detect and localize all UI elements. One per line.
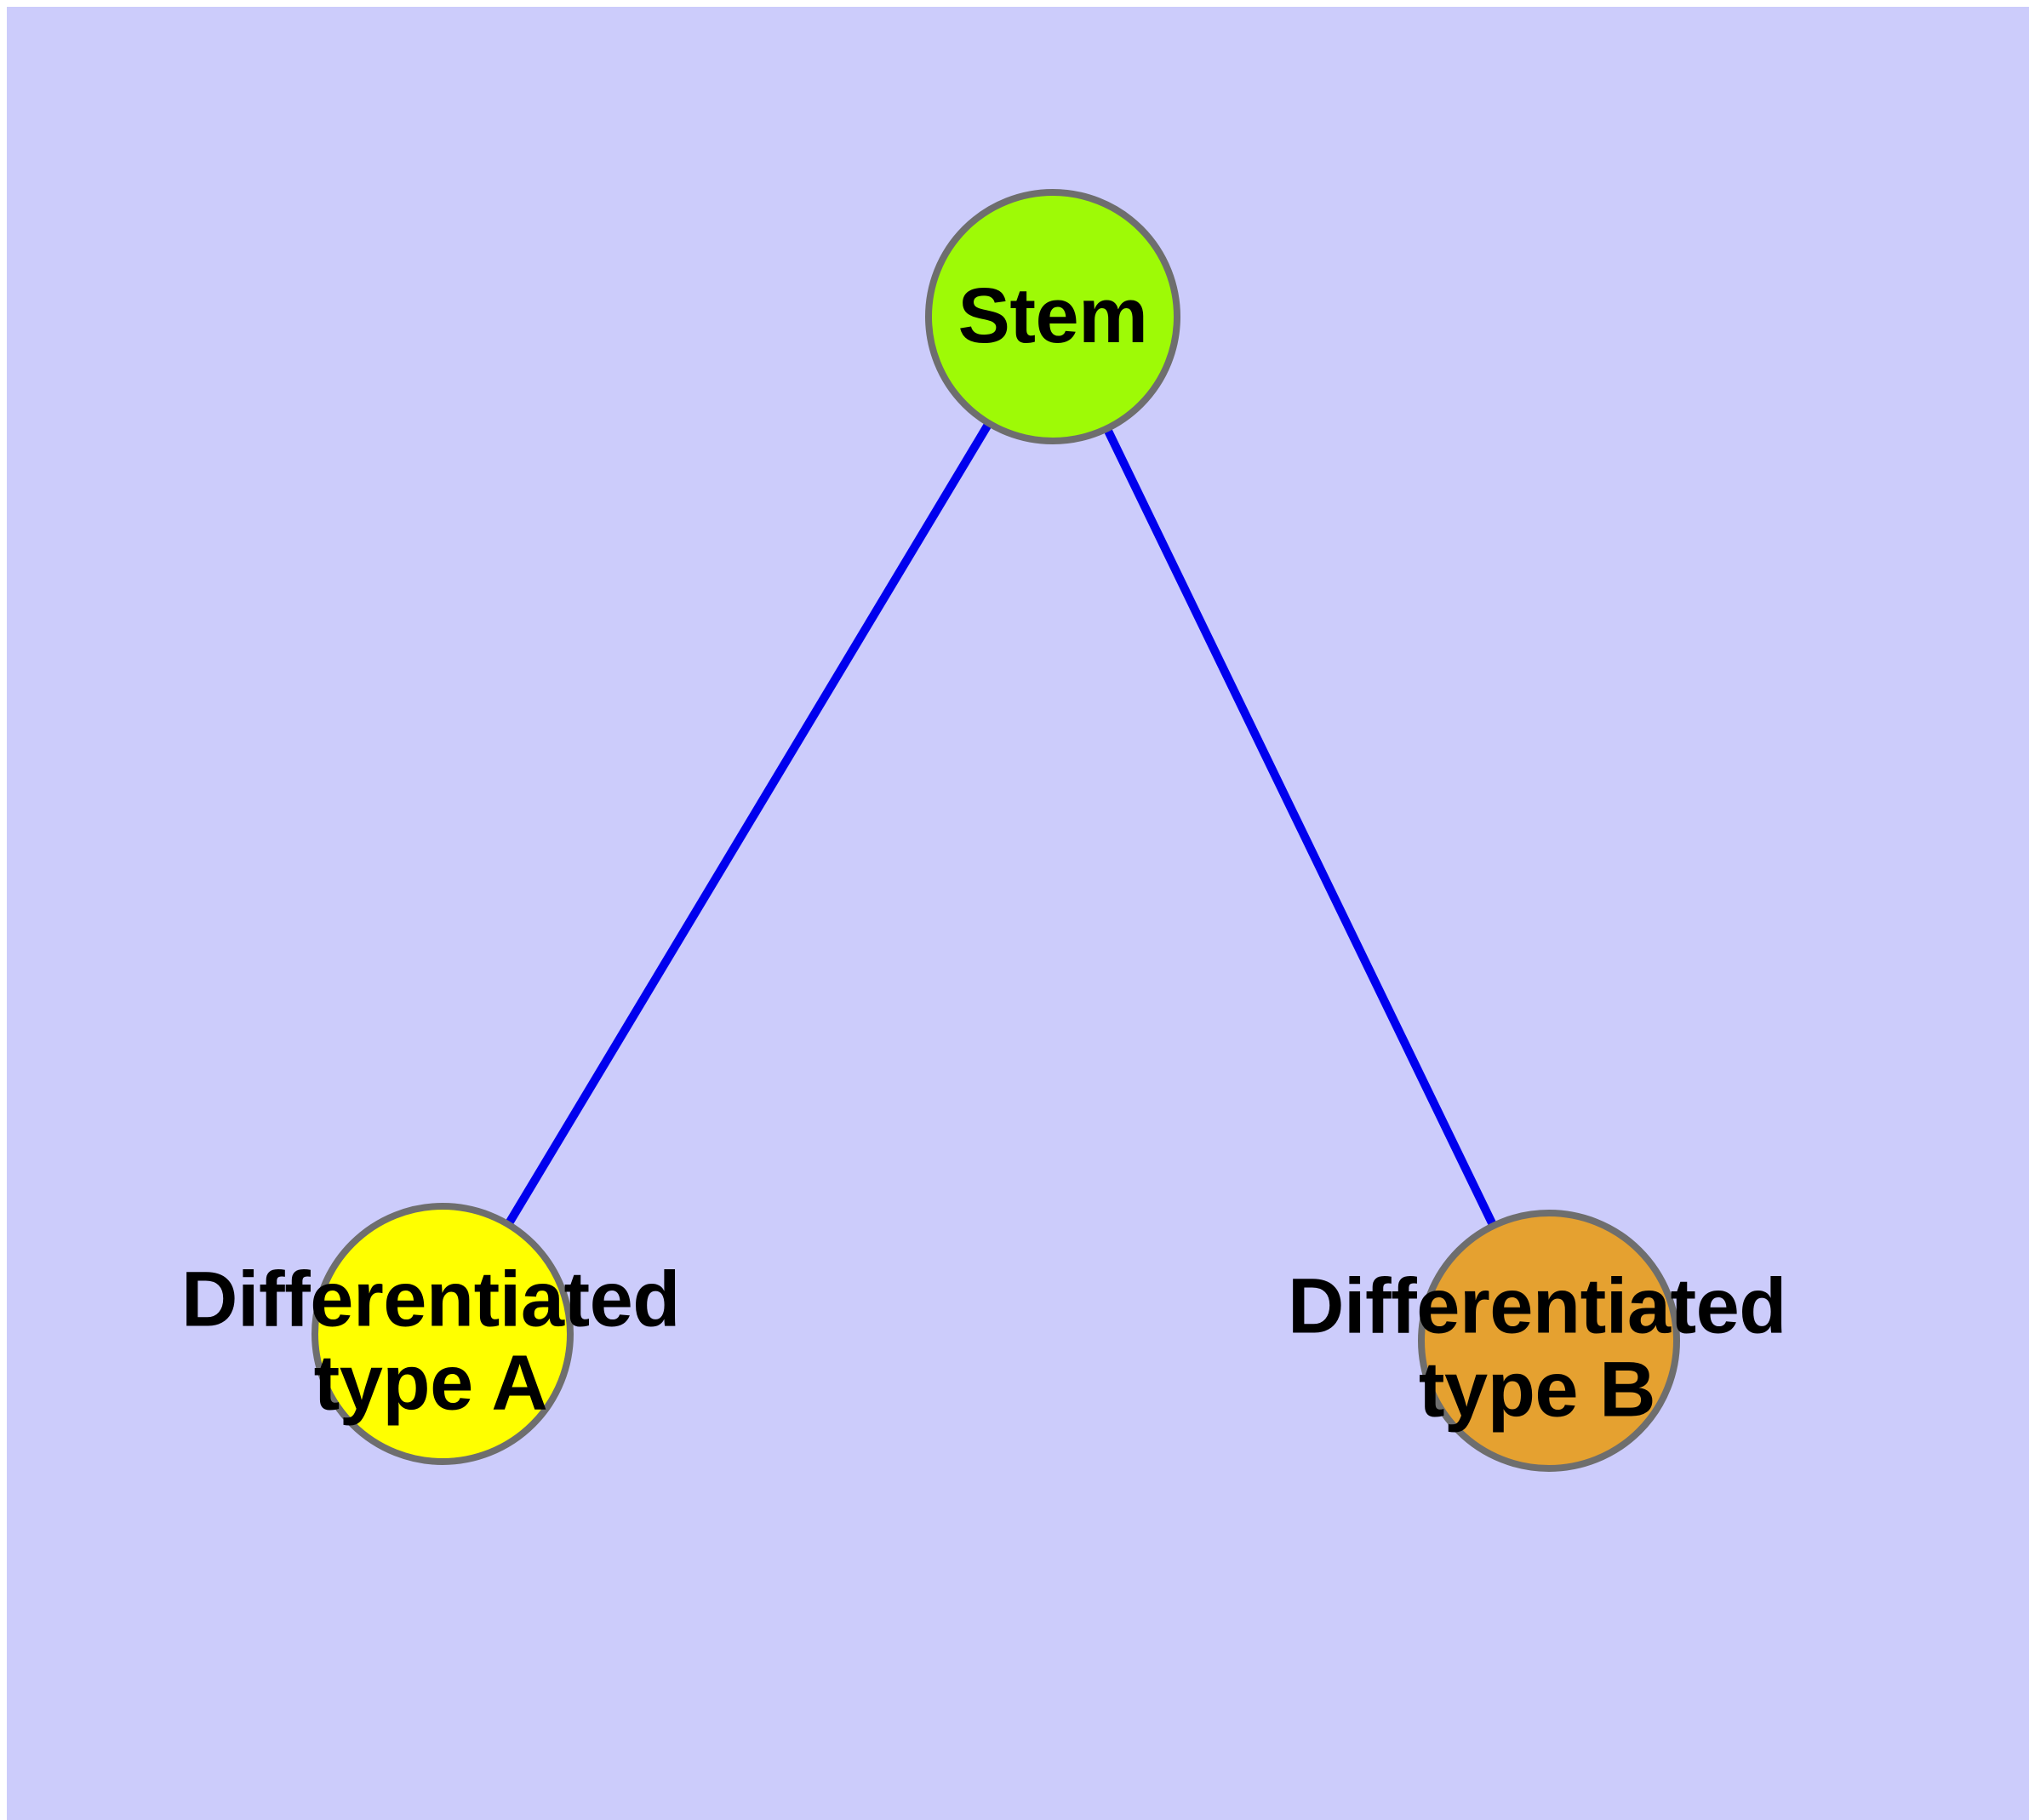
diagram-plot-area: Stem Differentiated type A Differentiate… — [7, 7, 2029, 1820]
edge-stem-to-differentiated-type-b[interactable] — [1102, 425, 1498, 1229]
edge-stem-to-differentiated-type-a[interactable] — [503, 419, 994, 1228]
node-stem[interactable] — [925, 189, 1180, 444]
edge-layer — [503, 419, 1498, 1229]
graph-svg — [311, 189, 1680, 1472]
node-layer — [311, 189, 1680, 1472]
node-differentiated-type-b[interactable] — [1418, 1210, 1680, 1472]
node-differentiated-type-a[interactable] — [311, 1203, 574, 1465]
